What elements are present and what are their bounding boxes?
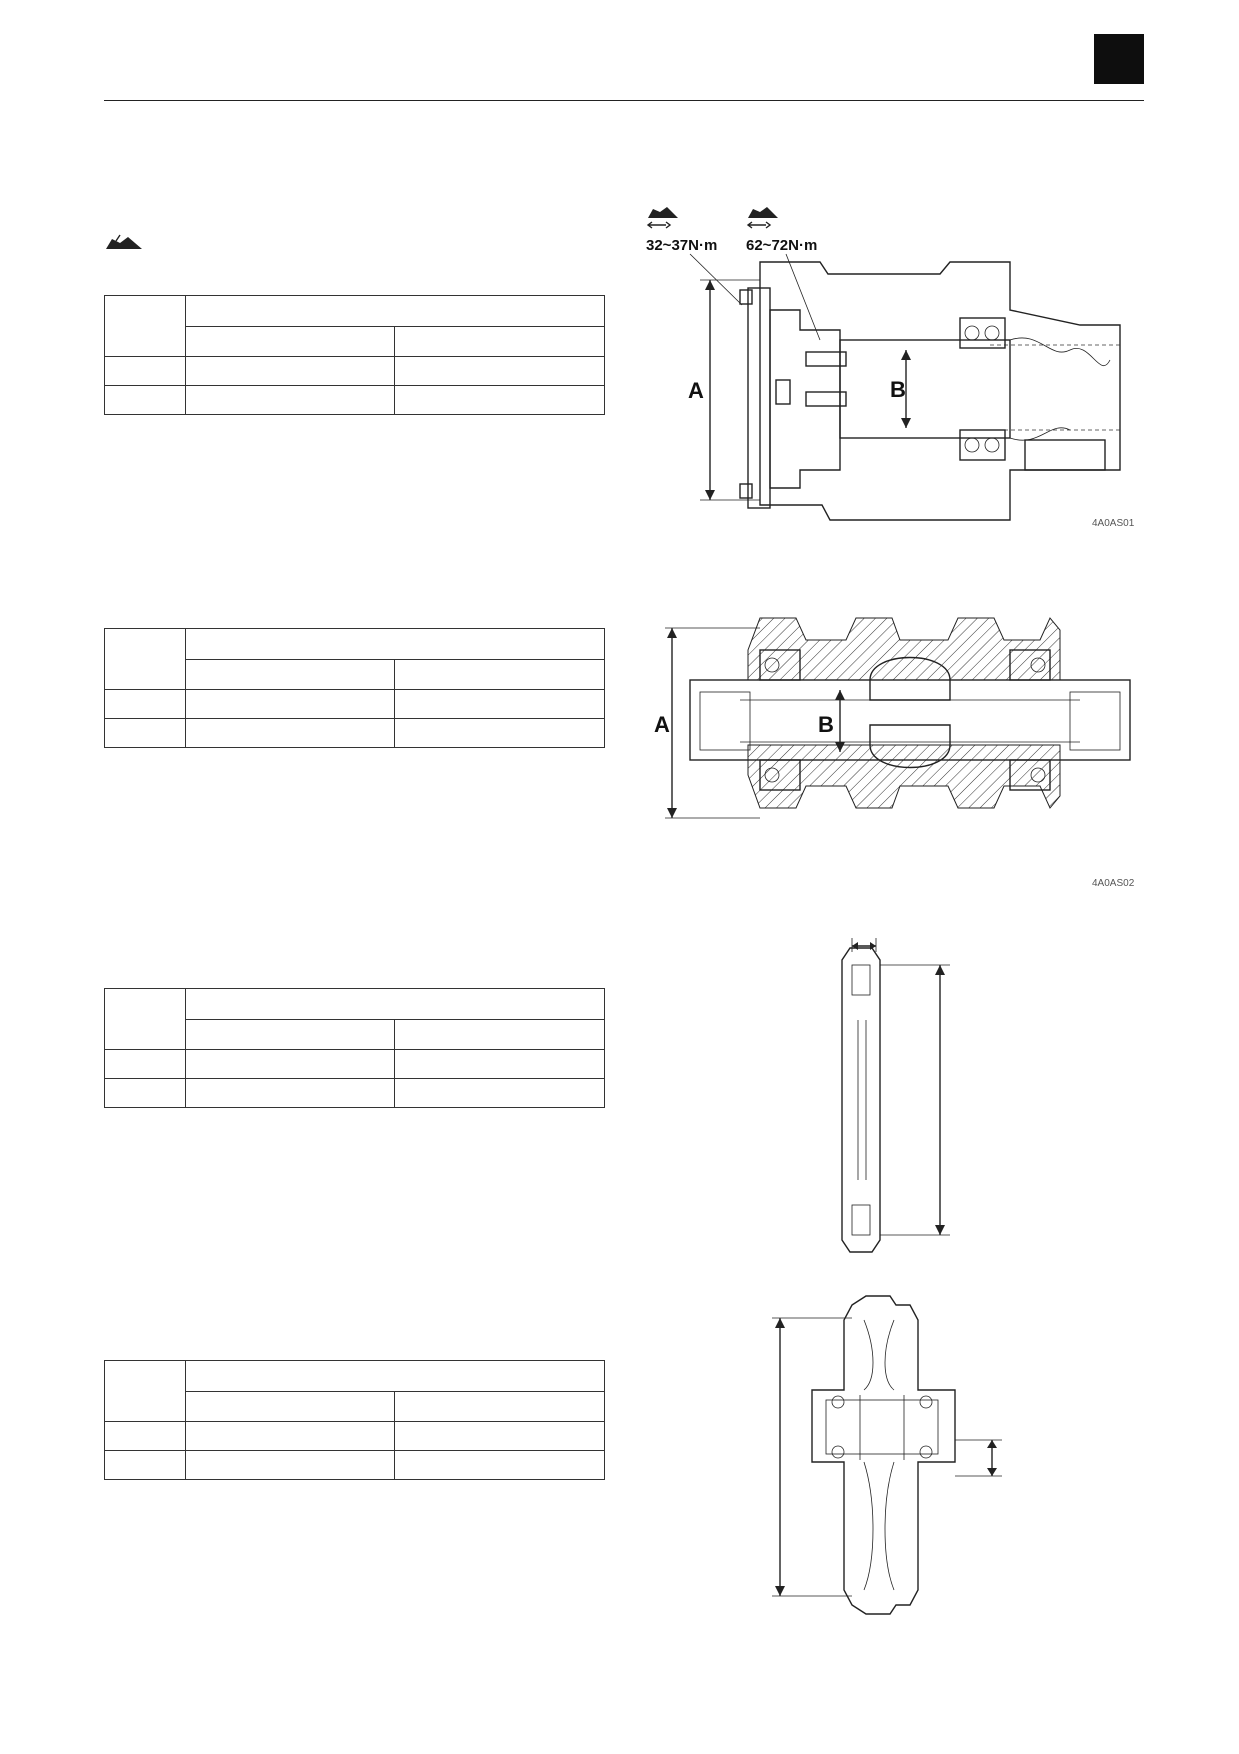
fig1-dim-a: A: [688, 378, 704, 403]
figure-1-idler: 32~37N·m 62~72N·m A: [646, 207, 1135, 529]
fig2-dim-a: A: [654, 712, 670, 737]
spec-table-1: [104, 295, 605, 415]
fig1-dim-b: B: [890, 377, 906, 402]
wrench-icon: [746, 221, 772, 229]
oil-can-icon: [748, 207, 778, 218]
spec-table-3: [104, 988, 605, 1108]
torque-label-1: 32~37N·m: [646, 237, 717, 254]
fig2-code: 4A0AS02: [1092, 878, 1135, 889]
fig1-code: 4A0AS01: [1092, 518, 1135, 529]
figure-3-rim: [841, 938, 950, 1253]
oil-can-icon: [106, 234, 142, 249]
spec-table-4: [104, 1360, 605, 1480]
torque-label-2: 62~72N·m: [746, 237, 817, 254]
oil-can-icon: [648, 207, 678, 218]
page-tab-marker: [1094, 34, 1144, 84]
spec-table-2: [104, 628, 605, 748]
figure-2-sprocket: A B 4A0AS02: [654, 617, 1135, 889]
figure-4-roller: [772, 1295, 1002, 1615]
fig2-dim-b: B: [818, 712, 834, 737]
wrench-icon: [646, 221, 672, 229]
header-rule: [104, 100, 1144, 101]
